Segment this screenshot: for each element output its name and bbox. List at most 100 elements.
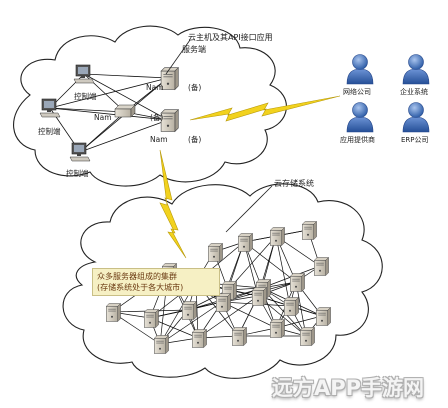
- control-terminal-label-2: 控制端: [38, 127, 61, 136]
- control-terminal-pc-2: [39, 98, 61, 118]
- network-nodes: [39, 64, 332, 355]
- storage-server-icon-17: [315, 306, 332, 327]
- server-front: [144, 312, 156, 328]
- storage-link: [197, 295, 259, 339]
- cluster-note-line-1: 众多服务器组成的集群: [97, 272, 177, 281]
- storage-link: [159, 301, 223, 345]
- server-side: [227, 292, 231, 313]
- server-front: [208, 246, 220, 262]
- server-front: [238, 236, 250, 252]
- server-power-led: [305, 339, 307, 342]
- pc-screen: [78, 67, 88, 74]
- server-side: [325, 256, 329, 277]
- server-front: [216, 296, 228, 312]
- user-icon-4: [402, 102, 430, 133]
- user-label-network-company: 网络公司: [343, 88, 371, 96]
- pc-stand: [81, 76, 85, 78]
- server-power-led: [307, 233, 309, 236]
- server-side: [281, 318, 285, 339]
- watermark: 远方APP手游网: [272, 376, 425, 400]
- server-front: [302, 224, 314, 240]
- user-label-enterprise-system: 企业系统: [400, 88, 428, 96]
- storage-server-icon-11: [105, 302, 122, 323]
- storage-server-icon-4: [301, 220, 318, 241]
- server-label-6: (备): [188, 135, 202, 144]
- server-label-5: Nam: [150, 135, 168, 144]
- server-power-led: [187, 313, 189, 316]
- server-side: [219, 242, 223, 263]
- storage-server-icon-16: [283, 296, 300, 317]
- server-side: [313, 220, 317, 241]
- user-group: [346, 54, 430, 133]
- server-side: [249, 232, 253, 253]
- storage-server-icon-15: [251, 286, 268, 307]
- lightning-link-to-storage: [159, 149, 187, 259]
- server-front: [232, 330, 244, 346]
- pc-keyboard: [69, 156, 91, 162]
- server-side: [174, 108, 179, 133]
- control-link: [49, 77, 169, 109]
- server-power-led: [149, 321, 151, 324]
- storage-server-icon-21: [269, 318, 286, 339]
- server-side: [267, 278, 271, 299]
- storage-label-leader: [225, 185, 273, 233]
- user-icon-2: [402, 54, 430, 85]
- user-label-erp-company: ERP公司: [401, 136, 429, 144]
- server-front: [290, 276, 302, 292]
- storage-server-icon-13: [181, 300, 198, 321]
- user-body: [402, 116, 430, 133]
- user-body: [402, 68, 430, 85]
- server-label-2: (备): [188, 83, 202, 92]
- pc-screen: [44, 101, 54, 108]
- api-cloud-title-line-1: 云主机及其API接口应用: [188, 33, 273, 42]
- control-terminal-label-1: 控制端: [74, 92, 97, 101]
- server-power-led: [213, 255, 215, 258]
- pc-screen: [74, 145, 84, 152]
- server-side: [243, 326, 247, 347]
- storage-server-icon-19: [191, 328, 208, 349]
- control-link: [49, 107, 126, 113]
- storage-server-icon-20: [231, 326, 248, 347]
- storage-server-icon-14: [215, 292, 232, 313]
- server-power-led: [295, 285, 297, 288]
- user-head: [408, 102, 424, 118]
- storage-link: [221, 301, 277, 329]
- server-side: [174, 66, 179, 91]
- server-side: [193, 300, 197, 321]
- user-icon-3: [346, 102, 374, 133]
- server-side: [301, 272, 305, 293]
- server-front: [160, 112, 176, 132]
- server-power-led: [237, 339, 239, 342]
- server-power-led: [166, 124, 170, 127]
- server-label-4: (备): [150, 113, 164, 122]
- server-power-led: [257, 299, 259, 302]
- server-side: [281, 226, 285, 247]
- server-side: [203, 328, 207, 349]
- server-power-led: [319, 269, 321, 272]
- server-front: [316, 310, 328, 326]
- storage-server-icon-22: [299, 326, 316, 347]
- server-side: [165, 334, 169, 355]
- server-label-1: Nam: [146, 83, 164, 92]
- server-front: [182, 304, 194, 320]
- api-server-icon-1: [160, 66, 180, 91]
- server-front: [252, 290, 264, 306]
- pc-stand: [77, 154, 81, 156]
- control-terminal-pc-3: [69, 142, 91, 162]
- server-front: [154, 338, 166, 354]
- storage-system-title: 云存储系统: [274, 179, 314, 188]
- server-front: [192, 332, 204, 348]
- server-power-led: [321, 319, 323, 322]
- cluster-note: 众多服务器组成的集群 (存储系统处于各大城市): [92, 268, 220, 296]
- control-link: [83, 73, 169, 79]
- pc-keyboard: [39, 112, 61, 118]
- server-side: [327, 306, 331, 327]
- storage-server-icon-18: [153, 334, 170, 355]
- storage-server-icon-3: [269, 226, 286, 247]
- server-front: [300, 330, 312, 346]
- storage-server-icon-9: [289, 272, 306, 293]
- server-side: [117, 302, 121, 323]
- server-power-led: [221, 305, 223, 308]
- user-head: [352, 54, 368, 70]
